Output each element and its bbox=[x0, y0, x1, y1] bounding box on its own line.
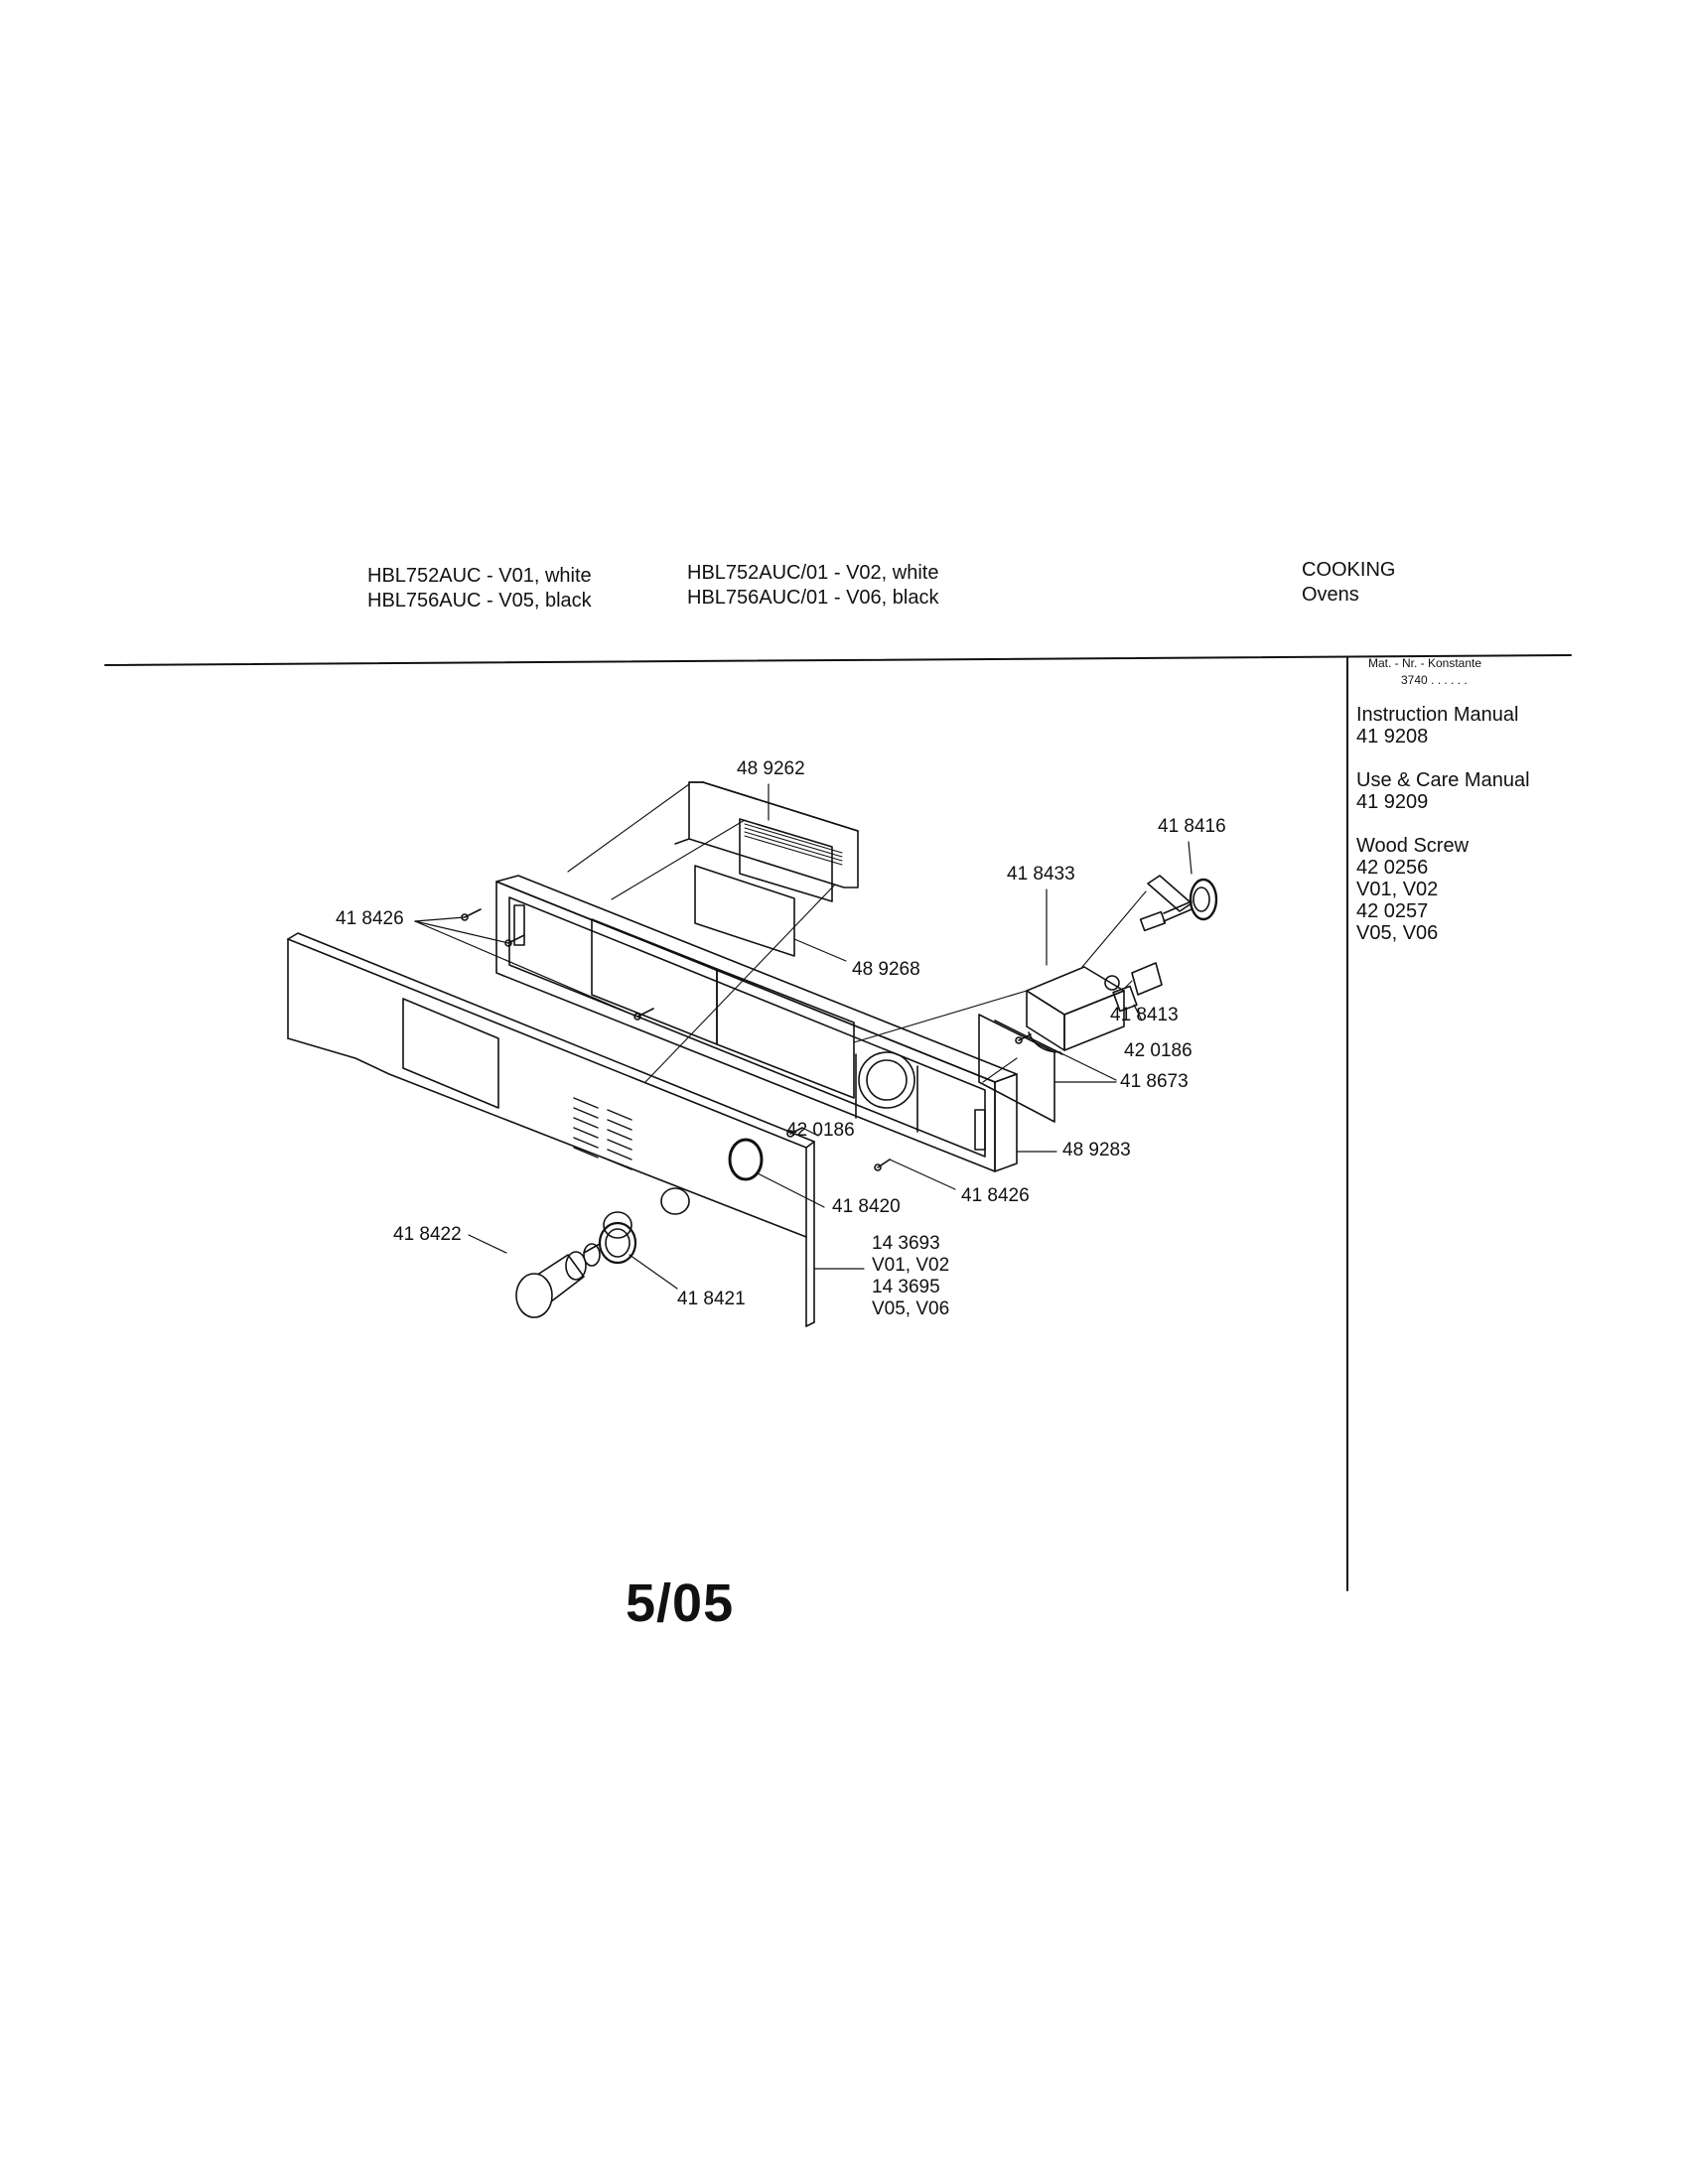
callout-41-8426-bottom: 41 8426 bbox=[961, 1185, 1030, 1206]
callout-v01-v02: V01, V02 bbox=[872, 1255, 950, 1276]
header-divider-line bbox=[104, 654, 1572, 666]
category-subtitle: Ovens bbox=[1302, 584, 1359, 606]
model-hbl752auc-01: HBL752AUC/01 - V02, white bbox=[687, 562, 939, 584]
wood-screw-line-3: 42 0257 bbox=[1356, 900, 1429, 922]
callout-41-8422: 41 8422 bbox=[393, 1224, 462, 1245]
mounting-plate-part bbox=[978, 1014, 1055, 1123]
callout-14-3693: 14 3693 bbox=[872, 1233, 940, 1254]
use-care-manual-number: 41 9209 bbox=[1356, 791, 1429, 813]
use-care-manual-entry: Use & Care Manual 41 9209 bbox=[1356, 769, 1530, 813]
assembly-lines bbox=[567, 783, 1147, 1083]
control-knob-part bbox=[515, 1243, 601, 1318]
knob-ring-part bbox=[598, 1221, 637, 1265]
display-window-part bbox=[694, 865, 795, 957]
model-hbl752auc: HBL752AUC - V01, white bbox=[367, 565, 592, 587]
model-hbl756auc: HBL756AUC - V05, black bbox=[367, 590, 592, 612]
instruction-manual-number: 41 9208 bbox=[1356, 726, 1429, 748]
page-number: 5/05 bbox=[626, 1573, 735, 1633]
wood-screw-entry: Wood Screw 42 0256 V01, V02 42 0257 V05,… bbox=[1356, 835, 1469, 944]
wood-screw-title: Wood Screw bbox=[1356, 835, 1470, 857]
callout-48-9283: 48 9283 bbox=[1062, 1140, 1131, 1160]
model-list-left: HBL752AUC - V01, white HBL756AUC - V05, … bbox=[367, 564, 592, 614]
mat-nr-label: Mat. - Nr. - Konstante bbox=[1368, 656, 1482, 670]
callout-42-0186-right: 42 0186 bbox=[1124, 1040, 1193, 1061]
category-title: COOKING bbox=[1302, 559, 1396, 581]
callout-v05-v06: V05, V06 bbox=[872, 1298, 950, 1319]
callout-14-3693-block: 14 3693 V01, V02 14 3695 V05, V06 bbox=[872, 1233, 949, 1320]
wood-screw-line-1: 42 0256 bbox=[1356, 857, 1429, 879]
callout-41-8673: 41 8673 bbox=[1120, 1071, 1189, 1092]
callout-14-3695: 14 3695 bbox=[872, 1277, 940, 1297]
use-care-manual-title: Use & Care Manual bbox=[1356, 769, 1530, 791]
wood-screw-line-4: V05, V06 bbox=[1356, 922, 1439, 944]
ring-gasket-part bbox=[728, 1138, 764, 1181]
switch-holder-part bbox=[1104, 962, 1163, 1013]
leader-lines bbox=[414, 783, 1193, 1290]
callout-42-0186-mid: 42 0186 bbox=[786, 1120, 855, 1141]
callout-41-8421: 41 8421 bbox=[677, 1289, 746, 1309]
callout-48-9262: 48 9262 bbox=[737, 758, 805, 779]
mat-nr-value: 3740 . . . . . . bbox=[1401, 673, 1468, 687]
callout-41-8416: 41 8416 bbox=[1158, 816, 1226, 837]
circuit-board-part bbox=[674, 781, 859, 902]
callout-41-8413: 41 8413 bbox=[1110, 1005, 1179, 1025]
category-block: COOKING Ovens bbox=[1302, 558, 1395, 608]
fascia-panel-part bbox=[287, 932, 815, 1327]
model-hbl756auc-01: HBL756AUC/01 - V06, black bbox=[687, 587, 939, 609]
instruction-manual-entry: Instruction Manual 41 9208 bbox=[1356, 704, 1518, 748]
callout-41-8426-top: 41 8426 bbox=[336, 908, 404, 929]
model-list-right: HBL752AUC/01 - V02, white HBL756AUC/01 -… bbox=[687, 561, 938, 611]
wood-screw-line-2: V01, V02 bbox=[1356, 879, 1439, 900]
callout-48-9268: 48 9268 bbox=[852, 959, 920, 980]
instruction-manual-title: Instruction Manual bbox=[1356, 704, 1519, 726]
mounting-bracket-part bbox=[1026, 966, 1125, 1053]
screw-parts bbox=[461, 908, 1032, 1171]
callout-41-8433: 41 8433 bbox=[1007, 864, 1075, 885]
callout-41-8420: 41 8420 bbox=[832, 1196, 901, 1217]
rotary-switch-part bbox=[1139, 875, 1218, 932]
